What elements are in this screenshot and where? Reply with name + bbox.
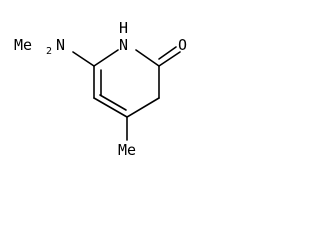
dimethylamino-subscript: 2: [46, 46, 52, 57]
methyl-label: Me: [118, 141, 136, 159]
bond-n1-c6: [93, 49, 119, 67]
bond-n1-c2: [135, 49, 160, 67]
bond-c3-c4: [126, 97, 160, 118]
bond-c6-nme2: [72, 51, 95, 67]
bond-c4-c5-outer: [93, 97, 128, 118]
bond-c2-o-b: [158, 46, 177, 60]
bond-c2-o-a: [158, 51, 181, 67]
ring-nh-h-label: H: [119, 19, 128, 37]
carbonyl-o-label: O: [178, 36, 187, 54]
dimethylamino-n-label: N: [56, 36, 65, 54]
ring-nh-n-label: N: [119, 36, 128, 54]
dimethylamino-me-label: Me: [14, 36, 32, 54]
bond-c4-c5-inner: [99, 94, 127, 111]
structure-diagram: Me 2 N H N O Me: [14, 19, 187, 159]
